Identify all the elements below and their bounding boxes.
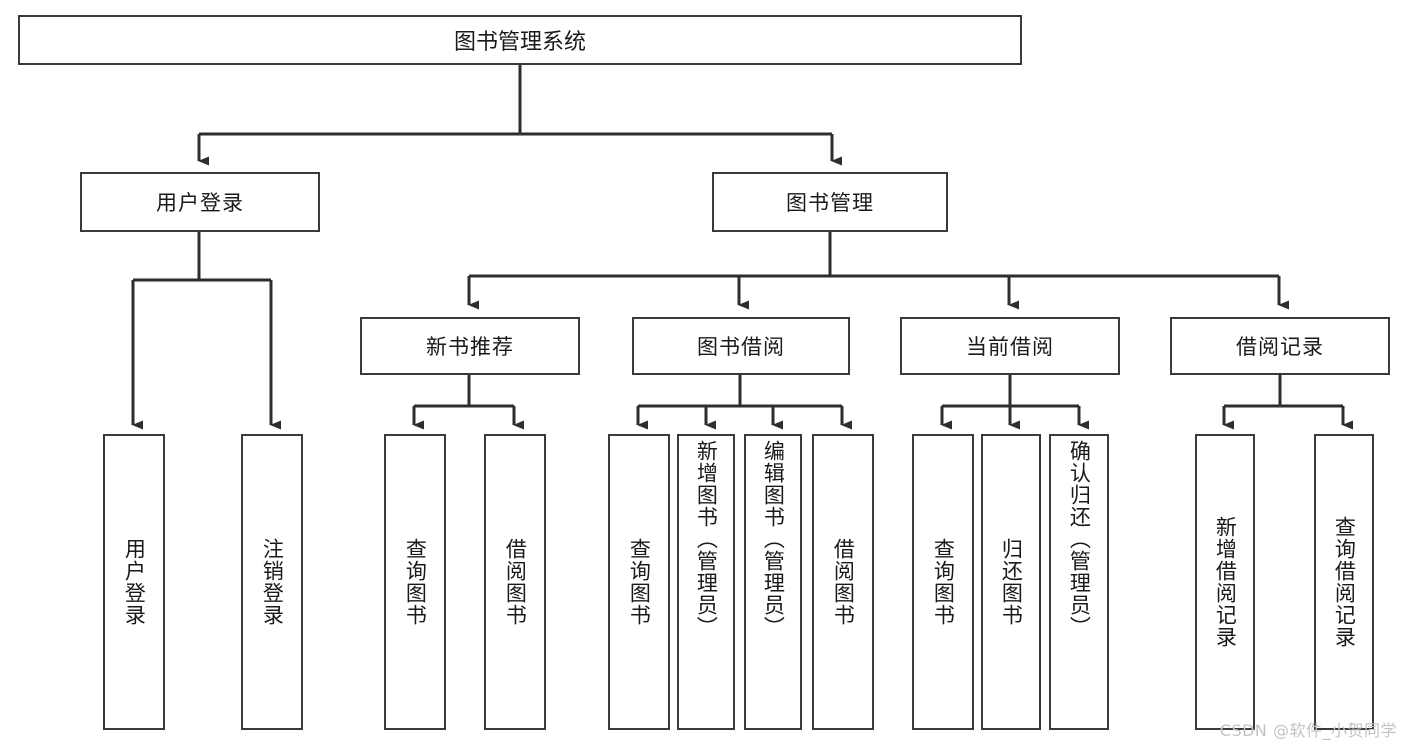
leaf-return-book[interactable]: 归还图书: [981, 434, 1041, 730]
node-book-borrow-label: 图书借阅: [697, 335, 785, 359]
leaf-add-borrow-record-label: 新增借阅记录: [1213, 516, 1238, 648]
leaf-query-book-current[interactable]: 查询图书: [912, 434, 974, 730]
node-book-borrow[interactable]: 图书借阅: [632, 317, 850, 375]
leaf-borrow-book-recommend[interactable]: 借阅图书: [484, 434, 546, 730]
leaf-user-login[interactable]: 用户登录: [103, 434, 165, 730]
leaf-add-borrow-record[interactable]: 新增借阅记录: [1195, 434, 1255, 730]
node-book-management-label: 图书管理: [786, 191, 874, 215]
node-borrow-record-label: 借阅记录: [1236, 335, 1324, 359]
leaf-confirm-return-admin-label: 确认归还（管理员）: [1067, 440, 1092, 638]
leaf-borrow-book-label: 借阅图书: [831, 538, 856, 626]
node-user-login[interactable]: 用户登录: [80, 172, 320, 232]
leaf-query-borrow-record-label: 查询借阅记录: [1332, 516, 1357, 648]
leaf-borrow-book[interactable]: 借阅图书: [812, 434, 874, 730]
leaf-query-borrow-record[interactable]: 查询借阅记录: [1314, 434, 1374, 730]
leaf-logout-label: 注销登录: [260, 538, 285, 626]
node-current-borrow-label: 当前借阅: [966, 335, 1054, 359]
node-root[interactable]: 图书管理系统: [18, 15, 1022, 65]
leaf-add-book-admin-label: 新增图书（管理员）: [694, 440, 719, 638]
node-user-login-label: 用户登录: [156, 191, 244, 215]
node-new-book-recommend-label: 新书推荐: [426, 335, 514, 359]
leaf-user-login-label: 用户登录: [122, 538, 147, 626]
leaf-logout[interactable]: 注销登录: [241, 434, 303, 730]
leaf-query-book-recommend-label: 查询图书: [403, 538, 428, 626]
leaf-query-book-borrow[interactable]: 查询图书: [608, 434, 670, 730]
leaf-borrow-book-recommend-label: 借阅图书: [503, 538, 528, 626]
node-borrow-record[interactable]: 借阅记录: [1170, 317, 1390, 375]
leaf-edit-book-admin[interactable]: 编辑图书（管理员）: [744, 434, 802, 730]
leaf-edit-book-admin-label: 编辑图书（管理员）: [761, 440, 786, 638]
leaf-query-book-recommend[interactable]: 查询图书: [384, 434, 446, 730]
leaf-query-book-borrow-label: 查询图书: [627, 538, 652, 626]
node-current-borrow[interactable]: 当前借阅: [900, 317, 1120, 375]
node-root-label: 图书管理系统: [453, 30, 586, 55]
node-new-book-recommend[interactable]: 新书推荐: [360, 317, 580, 375]
node-book-management[interactable]: 图书管理: [712, 172, 948, 232]
leaf-query-book-current-label: 查询图书: [931, 538, 956, 626]
leaf-add-book-admin[interactable]: 新增图书（管理员）: [677, 434, 735, 730]
leaf-return-book-label: 归还图书: [999, 538, 1024, 626]
leaf-confirm-return-admin[interactable]: 确认归还（管理员）: [1049, 434, 1109, 730]
